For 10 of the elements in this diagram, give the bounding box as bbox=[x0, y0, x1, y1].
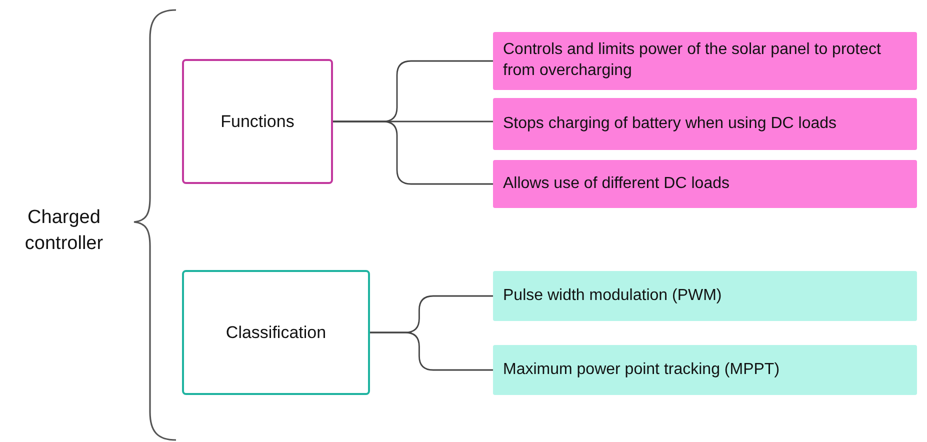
item-box: Allows use of different DC loads bbox=[493, 160, 917, 208]
connector-line bbox=[333, 120, 493, 185]
topic-label: Charged controller bbox=[24, 206, 104, 256]
category-box: Functions bbox=[182, 59, 333, 184]
item-box: Pulse width modulation (PWM) bbox=[493, 271, 917, 321]
item-box: Maximum power point tracking (MPPT) bbox=[493, 345, 917, 395]
item-box: Controls and limits power of the solar panel to protect from overcharging bbox=[493, 32, 917, 90]
item-box: Stops charging of battery when using DC loads bbox=[493, 98, 917, 150]
category-box: Classification bbox=[182, 270, 370, 395]
connector-line bbox=[370, 332, 493, 371]
